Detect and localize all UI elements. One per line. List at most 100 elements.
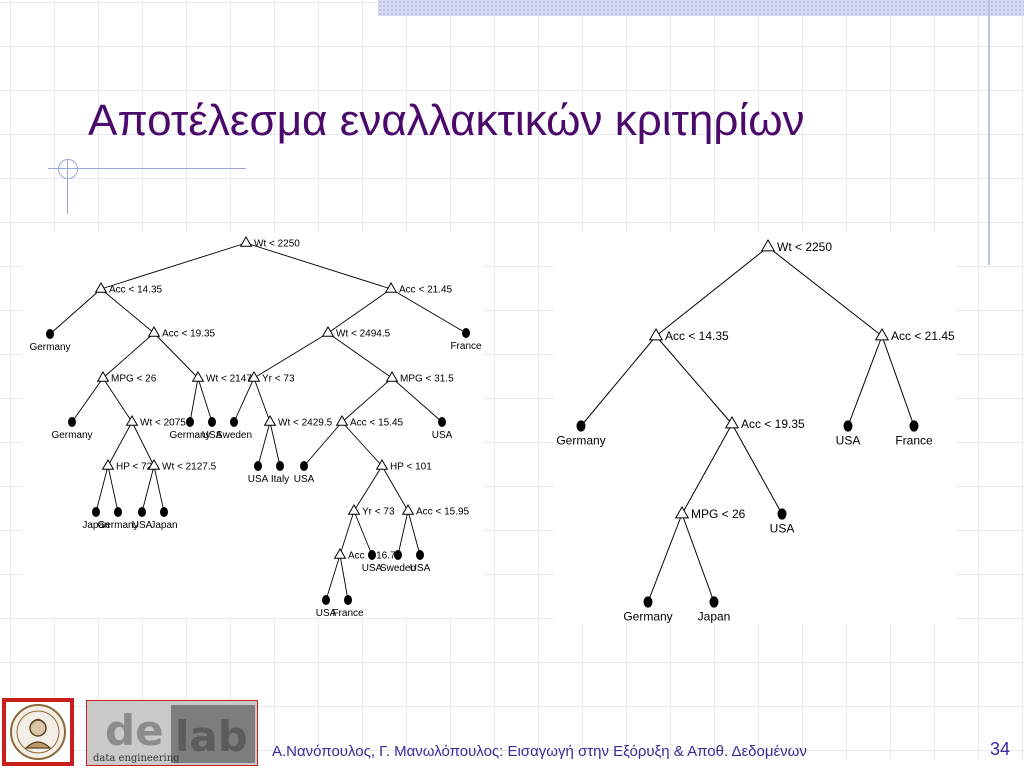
split-node-icon	[384, 282, 398, 293]
leaf-node-label: Japan	[82, 520, 109, 531]
leaf-node-label: Japan	[698, 610, 731, 624]
slide-title: Αποτέλεσμα εναλλακτικών κριτηρίων	[88, 96, 805, 145]
tree-edge	[131, 421, 155, 467]
leaf-node-icon	[438, 417, 446, 427]
split-node-label: MPG < 26	[691, 507, 746, 521]
tree-edge	[655, 246, 769, 337]
leaf-node-icon	[462, 328, 470, 338]
leaf-node-icon	[643, 596, 653, 608]
tree-edge	[647, 513, 683, 603]
split-node-label: Wt < 2147	[206, 374, 252, 385]
split-node-label: Wt < 2250	[254, 239, 300, 250]
leaf-node-label: Germany	[29, 342, 70, 353]
delab-caption: data engineering	[93, 753, 180, 764]
leaf-node-icon	[843, 420, 853, 432]
tree-edge	[197, 377, 213, 423]
leaf-node-icon	[368, 550, 376, 560]
tree-edge	[731, 423, 783, 515]
leaf-node-label: Germany	[556, 434, 605, 448]
split-node-icon	[347, 504, 361, 515]
leaf-node-icon	[276, 461, 284, 471]
tree-edge	[95, 465, 109, 513]
leaf-node-icon	[300, 461, 308, 471]
seal-emblem-icon	[6, 702, 70, 762]
title-crosshair-circle	[58, 159, 78, 179]
split-node-icon	[101, 459, 115, 470]
split-node-label: Yr < 73	[362, 507, 395, 518]
leaf-node-label: Sweden	[216, 430, 252, 441]
split-node-icon	[401, 504, 415, 515]
split-node-label: Wt < 2250	[777, 240, 832, 254]
tree-edge	[189, 377, 199, 423]
footer-bar	[0, 758, 1024, 768]
leaf-node-label: Germany	[169, 430, 210, 441]
split-node-label: MPG < 31.5	[400, 374, 454, 385]
tree-edge	[391, 377, 443, 423]
tree-edge	[153, 465, 165, 513]
split-node-label: Acc < 15.95	[416, 507, 470, 518]
tree-edge	[580, 335, 657, 427]
tree-edge	[233, 377, 255, 423]
split-node-label: Wt < 2075	[140, 418, 186, 429]
title-underline	[48, 168, 246, 169]
leaf-node-icon	[416, 550, 424, 560]
leaf-node-icon	[208, 417, 216, 427]
tree-edge	[325, 554, 341, 601]
tree-edge	[341, 421, 383, 467]
split-node-icon	[874, 328, 890, 341]
leaf-node-icon	[344, 595, 352, 605]
delab-mark-icon: de lab data engineering	[87, 701, 257, 765]
split-node-label: Acc < 14.35	[665, 329, 729, 343]
tree-edge	[71, 377, 104, 423]
leaf-node-icon	[114, 507, 122, 517]
tree-edge	[100, 242, 247, 290]
tree-edge	[153, 332, 199, 379]
leaf-node-label: Germany	[623, 610, 672, 624]
tree-edge	[303, 421, 343, 467]
split-node-icon	[147, 326, 161, 337]
tree-edge	[407, 510, 421, 556]
leaf-node-label: USA	[294, 474, 315, 485]
leaf-node-label: USA	[410, 563, 431, 574]
leaf-node-icon	[709, 596, 719, 608]
leaf-node-icon	[46, 329, 54, 339]
split-node-icon	[247, 371, 261, 382]
leaf-node-icon	[92, 507, 100, 517]
tree-edge	[100, 288, 155, 334]
split-node-icon	[125, 415, 139, 426]
tree-edge	[102, 332, 155, 379]
split-node-icon	[96, 371, 110, 382]
split-node-icon	[335, 415, 349, 426]
tree-edge	[341, 377, 393, 423]
split-node-label: Acc < 14.35	[109, 285, 163, 296]
leaf-node-label: Italy	[271, 474, 289, 485]
tree-edge	[353, 510, 373, 556]
tree-edge	[767, 246, 883, 337]
leaf-node-icon	[68, 417, 76, 427]
tree-edge	[141, 465, 155, 513]
tree-edge	[397, 510, 409, 556]
tree-edge	[253, 332, 329, 379]
split-node-label: Acc < 21.45	[891, 329, 955, 343]
leaf-node-icon	[254, 461, 262, 471]
leaf-node-icon	[777, 508, 787, 520]
split-node-label: Yr < 73	[262, 374, 295, 385]
tree-edge	[339, 554, 349, 601]
split-node-icon	[674, 506, 690, 519]
tree-edge	[881, 335, 915, 427]
split-node-icon	[321, 326, 335, 337]
leaf-node-icon	[909, 420, 919, 432]
leaf-node-label: USA	[248, 474, 269, 485]
tree-edge	[102, 377, 133, 423]
split-node-label: Acc < 19.35	[162, 329, 216, 340]
leaf-node-label: USA	[132, 520, 153, 531]
leaf-node-label: USA	[836, 434, 861, 448]
tree-edge	[381, 465, 409, 512]
tree-edge	[681, 513, 715, 603]
university-seal-logo	[2, 698, 74, 766]
split-node-icon	[724, 416, 740, 429]
leaf-node-label: USA	[202, 430, 223, 441]
